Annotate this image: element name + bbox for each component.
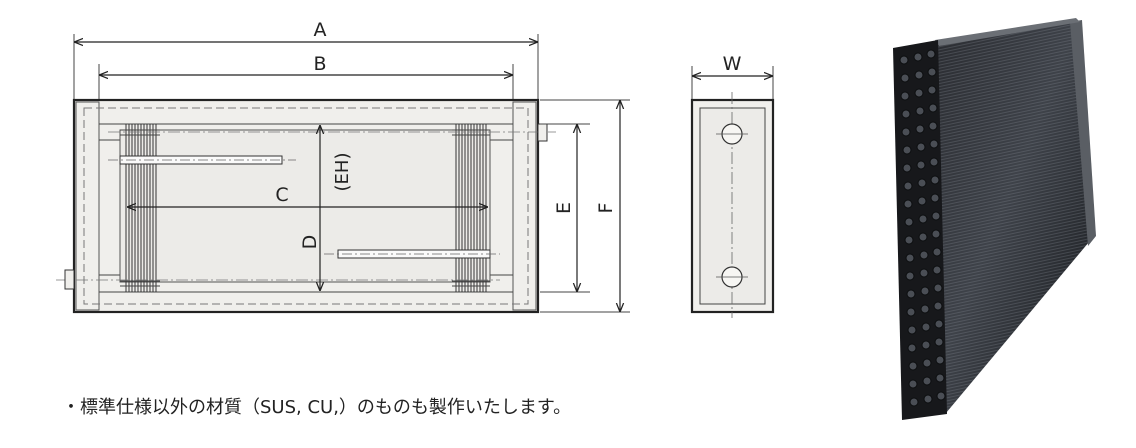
dimension-d-label: D: [299, 235, 321, 250]
material-note: ・標準仕様以外の材質（SUS, CU,）のものも製作いたします。: [62, 397, 572, 418]
dimension-eh-label: (EH): [332, 153, 353, 192]
dimension-w-label: W: [723, 53, 742, 75]
dimension-b-label: B: [313, 53, 326, 75]
side-view: W: [690, 53, 775, 318]
right-nozzle: [537, 123, 548, 142]
dimension-f-label: F: [595, 203, 617, 214]
tube-ends: [899, 49, 946, 407]
front-view: A B: [56, 19, 630, 314]
dimension-c-label: C: [275, 184, 288, 206]
dimension-a-label: A: [314, 19, 327, 41]
left-nozzle: [64, 269, 75, 290]
dimension-e-label: E: [553, 202, 575, 214]
right-flange: [512, 101, 537, 311]
left-flange: [75, 101, 100, 311]
coil-core: [119, 129, 491, 283]
coil-product-photo: [893, 18, 1096, 420]
